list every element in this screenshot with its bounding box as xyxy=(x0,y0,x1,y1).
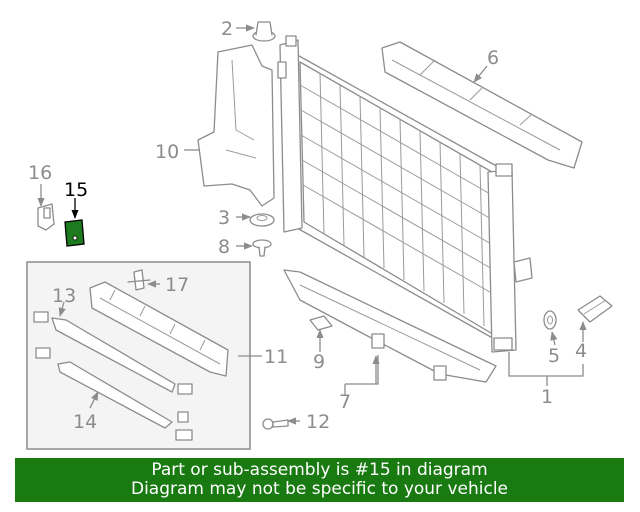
parts-diagram: 2 6 10 16 15 3 8 17 13 11 9 5 4 1 7 14 1… xyxy=(26,18,613,450)
part-2-clip xyxy=(252,21,276,42)
callout-8: 8 xyxy=(218,236,230,258)
callout-2: 2 xyxy=(221,18,233,40)
part-3-cushion xyxy=(249,213,275,227)
callout-1: 1 xyxy=(541,386,553,408)
callout-7: 7 xyxy=(339,391,351,413)
callout-9: 9 xyxy=(313,351,325,373)
lower-support xyxy=(283,269,497,383)
callout-14: 14 xyxy=(73,411,97,433)
part-9-bracket xyxy=(309,315,333,331)
callout-16: 16 xyxy=(28,162,52,184)
callout-5: 5 xyxy=(548,345,560,367)
inset-box xyxy=(26,261,251,450)
part-12-bolt xyxy=(262,418,289,430)
callout-17: 17 xyxy=(165,274,189,296)
part-15-highlighted xyxy=(64,219,85,247)
callout-11: 11 xyxy=(264,346,288,368)
info-banner: Part or sub-assembly is #15 in diagram D… xyxy=(15,458,624,502)
banner-line-1: Part or sub-assembly is #15 in diagram xyxy=(151,460,488,480)
radiator-assembly xyxy=(277,35,533,353)
part-6-upper-seal xyxy=(381,41,583,169)
part-16-bracket-tab xyxy=(43,207,51,219)
callout-4: 4 xyxy=(575,340,587,362)
callout-13: 13 xyxy=(52,285,76,307)
part-5-washer xyxy=(543,310,557,330)
part-8-fastener xyxy=(252,239,272,257)
banner-line-2: Diagram may not be specific to your vehi… xyxy=(130,479,508,499)
callout-12: 12 xyxy=(306,411,330,433)
part-10-air-guide xyxy=(197,44,275,207)
callout-10: 10 xyxy=(155,141,179,163)
callout-15: 15 xyxy=(64,179,88,201)
part-4-drain-cock xyxy=(577,295,613,323)
callout-3: 3 xyxy=(218,207,230,229)
callout-6: 6 xyxy=(487,47,499,69)
leader-lines xyxy=(37,24,587,425)
